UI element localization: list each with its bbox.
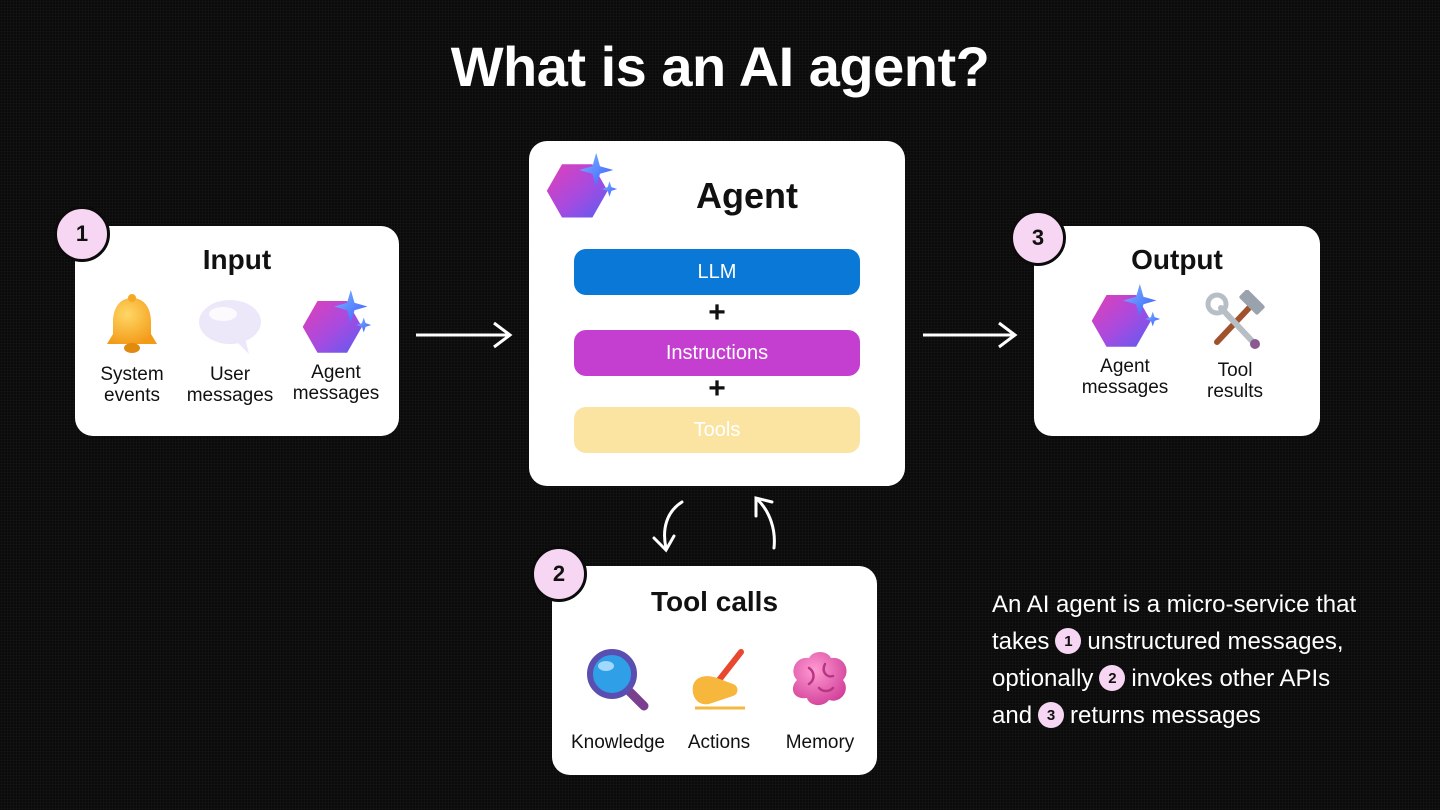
description-line-3a: optionally [992, 665, 1094, 692]
agent-hexagon-icon [1088, 282, 1162, 356]
curved-arrow-up-icon [754, 496, 776, 550]
page-title: What is an AI agent? [450, 35, 990, 98]
description-badge-3: 3 [1038, 702, 1065, 729]
brain-icon [792, 652, 847, 706]
plus-sign-1: + [708, 296, 726, 329]
output-title: Output [1131, 244, 1223, 275]
input-item-agent-messages: Agent messages [281, 288, 391, 404]
tool-item-label-memory: Memory [785, 732, 855, 753]
arrow-right-icon [923, 321, 1018, 349]
tool-item-memory: Memory [765, 646, 875, 753]
description-line-4b: returns messages [1070, 702, 1261, 729]
output-item-agent-messages: Agent messages [1070, 282, 1180, 398]
agent-card: Agent LLM + Instructions + Tools [529, 141, 905, 486]
magnifier-icon [587, 649, 649, 711]
description-line-2b: unstructured messages, [1087, 628, 1344, 655]
llm-component: LLM [574, 249, 860, 295]
description-line-2a: takes [992, 628, 1050, 655]
writing-hand-icon [692, 649, 745, 710]
output-item-label-2a: Tool [1217, 360, 1253, 381]
description-line-4a: and [992, 702, 1033, 729]
input-item-label-3b: messages [292, 383, 380, 404]
tool-item-actions: Actions [664, 646, 774, 753]
description-badge-1: 1 [1055, 628, 1082, 655]
input-item-user-messages: User messages [175, 292, 285, 406]
output-item-label-1a: Agent [1100, 356, 1150, 377]
curved-arrow-down-icon [652, 500, 684, 553]
input-item-label-3a: Agent [311, 362, 361, 383]
input-card: Input System events User messages Agent … [75, 226, 399, 436]
description-text: An AI agent is a micro-service that take… [992, 586, 1412, 734]
output-item-label-2b: results [1207, 381, 1263, 402]
plus-sign-2: + [708, 372, 726, 405]
speech-bubble-icon [199, 300, 261, 354]
tool-calls-step-badge: 2 [531, 546, 587, 602]
input-item-label-1b: events [104, 385, 160, 406]
agent-title: Agent [696, 175, 798, 216]
output-card: Output Agent messages Tool results [1034, 226, 1320, 436]
bell-icon [107, 294, 157, 353]
instructions-component: Instructions [574, 330, 860, 376]
tool-calls-title: Tool calls [650, 586, 779, 617]
input-item-system-events: System events [77, 292, 187, 406]
tool-item-knowledge: Knowledge [563, 646, 673, 753]
input-item-label-1a: System [100, 364, 164, 385]
input-step-badge: 1 [54, 206, 110, 262]
output-item-label-1b: messages [1081, 377, 1169, 398]
tool-calls-card: Tool calls Knowledge Actions Memory [552, 566, 877, 775]
tool-item-label-knowledge: Knowledge [570, 732, 666, 753]
input-title: Input [202, 244, 272, 275]
description-line-3b: invokes other APIs [1131, 665, 1331, 692]
tools-component: Tools [574, 407, 860, 453]
description-line-1: An AI agent is a micro-service that [992, 591, 1357, 618]
tool-item-label-actions: Actions [687, 732, 751, 753]
description-badge-2: 2 [1099, 665, 1126, 692]
output-step-badge: 3 [1010, 210, 1066, 266]
input-item-label-2a: User [209, 364, 251, 385]
wrench-hammer-icon [1205, 290, 1265, 349]
output-item-tool-results: Tool results [1180, 290, 1290, 402]
agent-hexagon-icon [299, 288, 373, 362]
arrow-right-icon [416, 321, 513, 349]
input-item-label-2b: messages [186, 385, 274, 406]
